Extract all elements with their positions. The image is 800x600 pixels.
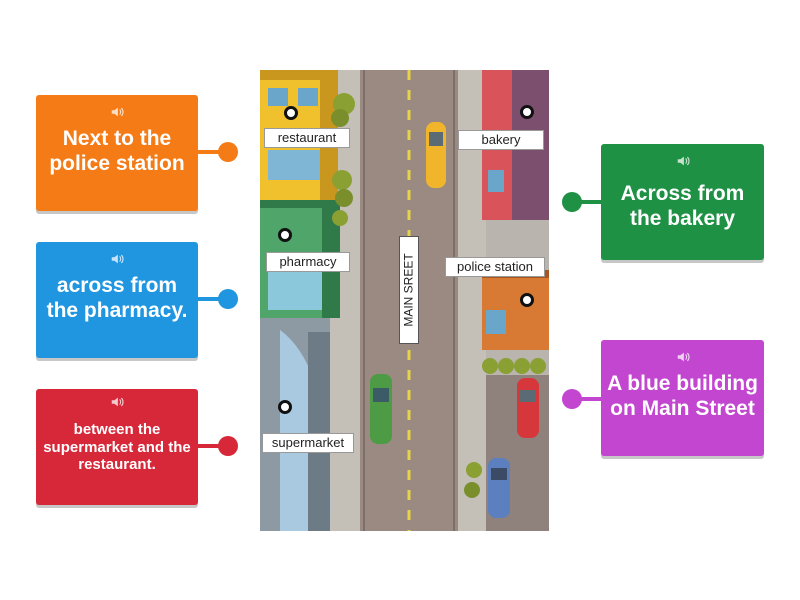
location-pin-icon — [520, 105, 534, 119]
place-label-pharmacy: pharmacy — [266, 252, 350, 272]
card-connector-line — [580, 200, 602, 204]
card-text: across from the pharmacy. — [46, 274, 188, 322]
speaker-icon[interactable] — [110, 248, 124, 272]
card-connector-dot-icon[interactable] — [562, 389, 582, 409]
location-pin-icon — [284, 106, 298, 120]
street-map: restaurant bakery pharmacy police statio… — [260, 70, 549, 531]
answer-card-between-supermarket-restaurant[interactable]: between the supermarket and the restaura… — [36, 389, 198, 505]
speaker-icon[interactable] — [676, 346, 690, 370]
card-text: Next to the police station — [49, 127, 185, 175]
speaker-icon[interactable] — [110, 101, 124, 125]
speaker-icon[interactable] — [676, 150, 690, 174]
place-label-police-station: police station — [445, 257, 545, 277]
location-pin-icon — [520, 293, 534, 307]
place-label-restaurant: restaurant — [264, 128, 350, 148]
place-label-supermarket: supermarket — [262, 433, 354, 453]
card-text: A blue building on Main Street — [607, 372, 758, 420]
location-pin-icon — [278, 400, 292, 414]
card-connector-line — [198, 444, 220, 448]
card-connector-dot-icon[interactable] — [218, 142, 238, 162]
card-text: between the supermarket and the restaura… — [43, 421, 191, 474]
place-label-bakery: bakery — [458, 130, 544, 150]
answer-card-across-from-pharmacy[interactable]: across from the pharmacy. — [36, 242, 198, 358]
street-name-text: MAIN SREET — [402, 253, 416, 327]
card-connector-line — [198, 297, 220, 301]
card-connector-dot-icon[interactable] — [218, 289, 238, 309]
answer-card-next-to-police-station[interactable]: Next to the police station — [36, 95, 198, 211]
answer-card-across-from-bakery[interactable]: Across from the bakery — [601, 144, 764, 260]
card-connector-line — [198, 150, 220, 154]
card-connector-dot-icon[interactable] — [218, 436, 238, 456]
card-connector-line — [580, 397, 602, 401]
street-name-label: MAIN SREET — [399, 236, 419, 344]
speaker-icon[interactable] — [110, 395, 124, 413]
answer-card-blue-building[interactable]: A blue building on Main Street — [601, 340, 764, 456]
card-text: Across from the bakery — [620, 182, 745, 230]
card-connector-dot-icon[interactable] — [562, 192, 582, 212]
location-pin-icon — [278, 228, 292, 242]
